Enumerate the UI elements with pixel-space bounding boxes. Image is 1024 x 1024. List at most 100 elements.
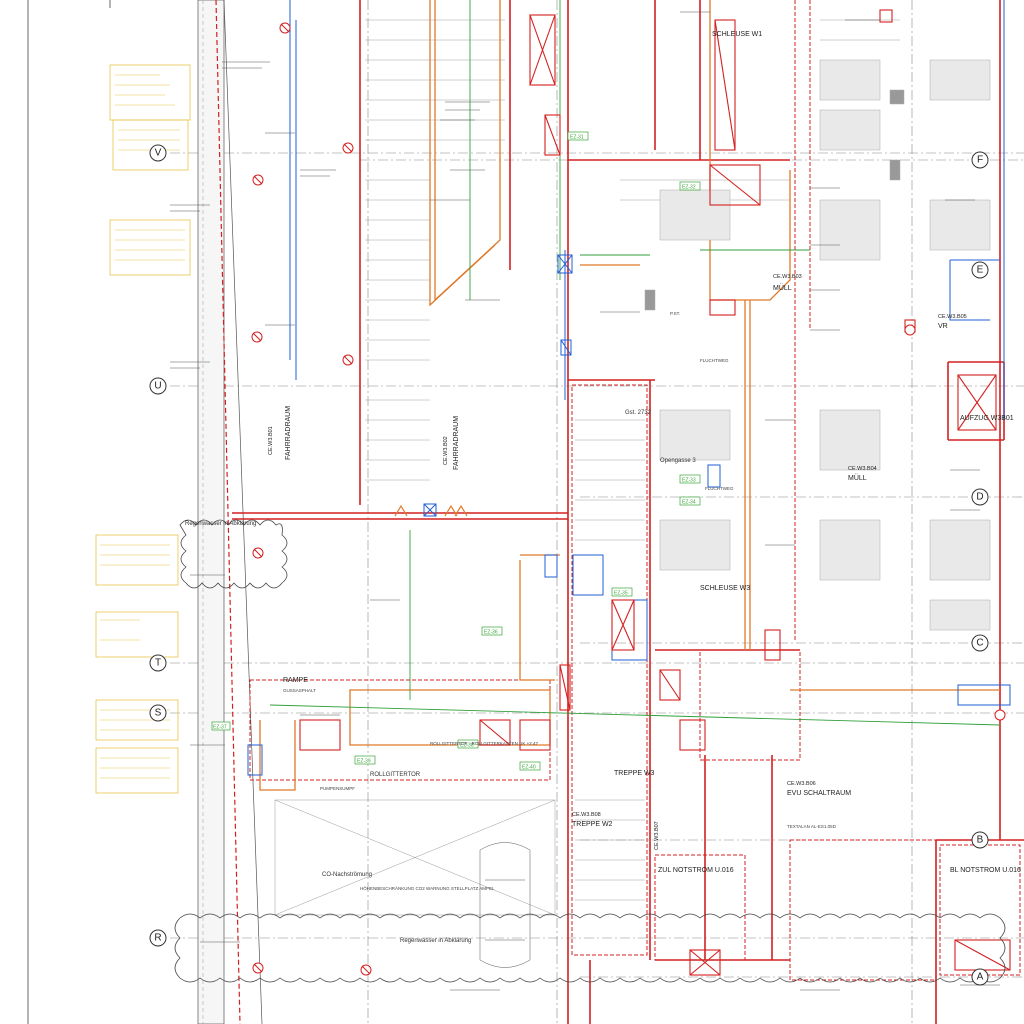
fluchtweg-label-1: FLUCHTWEG <box>700 358 729 363</box>
annotation-marks <box>170 11 1000 991</box>
ez-tag: EZ-35 <box>611 587 633 597</box>
grid-label-d: D <box>976 492 983 503</box>
room-code: CE.W3.B04 <box>848 466 877 472</box>
grid-bubble-f: F <box>971 151 989 169</box>
ventilation-ducts <box>259 0 1000 791</box>
textalan-label: TEXTALAN AL-ES1.05D <box>787 824 837 829</box>
room-code: CE.W3.B08 <box>572 812 601 818</box>
grid-bubble-d: D <box>971 488 989 506</box>
room-label-zul-notstrom: ZUL NOTSTROM U.016 <box>658 867 734 874</box>
grid-label-e: E <box>977 265 984 276</box>
ez-tag: EZ-39 <box>354 755 376 765</box>
grid-bubble-u: U <box>149 377 167 395</box>
grid-bubble-b: B <box>971 831 989 849</box>
regenwasser-label-2: Regenwasser in Abklärung <box>400 938 471 944</box>
room-label-treppe-w3: TREPPE W3 <box>614 770 655 777</box>
damper-symbols <box>394 504 468 517</box>
svg-text:EZ-39: EZ-39 <box>357 759 371 765</box>
grid-label-u: U <box>154 381 161 392</box>
ez-tag: EZ-37 <box>211 721 231 731</box>
room-label-treppe-w2: TREPPE W2 <box>572 821 613 828</box>
grid-bubble-r: R <box>149 929 167 947</box>
gussasphalt-label: GUSSASPHALT <box>283 688 316 693</box>
legend-boxes <box>95 64 191 794</box>
room-label-vr: VR <box>938 323 948 330</box>
grid-label-r: R <box>154 933 161 944</box>
grid-bubble-s: S <box>149 704 167 722</box>
room-outlines <box>249 0 1021 981</box>
structural-columns <box>644 59 991 631</box>
gst-label: Gst. 2732 <box>625 410 652 416</box>
room-label-muell-2: MÜLL <box>848 474 867 482</box>
annotations: Regenwasser in Abklärung Regenwasser in … <box>185 311 837 944</box>
hoehenbeschraenkung-label: HÖHENBESCHRÄNKUNG CO2 WARNUNG STELLPLATZ… <box>360 885 495 891</box>
grid-bubble-e: E <box>971 261 989 279</box>
grid-lines <box>170 0 1024 1024</box>
room-label-fahrradraum-2: FAHRRADRAUM <box>453 416 460 470</box>
grid-bubble-c: C <box>971 634 989 652</box>
rollgittertor-label: ROLLGITTERTOR <box>370 772 421 778</box>
left-exterior-wall <box>197 0 263 1024</box>
no-entry-strokes <box>252 23 371 975</box>
grid-label-v: V <box>155 148 162 159</box>
room-code: CE.W3.B01 <box>268 426 274 455</box>
svg-text:EZ-38: EZ-38 <box>460 743 474 749</box>
parking-area <box>274 799 556 968</box>
ez-tag: EZ-34 <box>679 496 701 506</box>
room-label-muell-1: MÜLL <box>773 284 792 292</box>
water-pipes <box>289 0 1011 706</box>
room-code: CE.W3.B06 <box>787 781 816 787</box>
room-label-aufzug: AUFZUG W3B01 <box>960 415 1014 422</box>
room-label-schleuse-w3: SCHLEUSE W3 <box>700 585 750 592</box>
room-code: CE.W3.B02 <box>443 436 449 465</box>
room-label-evu: EVU SCHALTRAUM <box>787 790 851 797</box>
ez-tag: EZ-36 <box>481 626 503 636</box>
room-code: CE.W3.B05 <box>938 314 967 320</box>
ez-tag: EZ-40 <box>519 761 541 771</box>
room-label-rampe: RAMPE <box>283 677 308 684</box>
grid-label-a: A <box>977 972 984 983</box>
grid-bubble-a: A <box>971 968 989 986</box>
ez-tag: EZ-38 <box>457 739 479 749</box>
grid-label-s: S <box>155 708 162 719</box>
legend-text-lines <box>100 74 185 779</box>
grid-label-f: F <box>977 155 983 166</box>
co-nachstroemung-label: CO-Nachströmung <box>322 872 372 878</box>
rollgittertor-label-2: ROLLGITTERTOR · ROLLGITTERKASTEN UK +2.4… <box>430 741 538 746</box>
revision-clouds <box>174 519 1006 983</box>
room-code: CE.W3.B07 <box>654 821 660 850</box>
regenwasser-label-1: Regenwasser in Abklärung <box>185 521 256 527</box>
fluchtweg-label-2: FLUCHTWEG <box>705 486 734 491</box>
drain-pipes <box>269 0 1001 726</box>
room-codes: CE.W3.B01 CE.W3.B02 CE.W3.B03 CE.W3.B04 … <box>268 274 967 850</box>
ez-tags: EZ-31 EZ-32 EZ-33 EZ-34 EZ-35 EZ-36 EZ-3… <box>211 131 701 771</box>
svg-text:EZ-36: EZ-36 <box>484 630 498 636</box>
grid-label-b: B <box>977 835 984 846</box>
grid-bubble-t: T <box>149 654 167 672</box>
ez-tag: EZ-32 <box>679 181 701 191</box>
sheet-border <box>27 0 111 1024</box>
svg-text:EZ-35: EZ-35 <box>614 591 628 597</box>
walls <box>232 0 1024 1024</box>
room-label-bl-notstrom: BL NOTSTROM U.016 <box>950 867 1021 874</box>
opengasse-label: Opengasse 3 <box>660 458 696 464</box>
valve-boxes <box>247 254 721 776</box>
svg-text:EZ-34: EZ-34 <box>682 500 696 506</box>
grid-label-c: C <box>976 638 983 649</box>
grid-label-t: T <box>155 658 161 669</box>
ez-tag: EZ-31 <box>567 131 589 141</box>
pst-label: P.ST. <box>670 311 680 316</box>
svg-text:EZ-33: EZ-33 <box>682 478 696 484</box>
svg-text:EZ-32: EZ-32 <box>682 185 696 191</box>
grid-bubble-v: V <box>149 144 167 162</box>
room-label-fahrradraum-1: FAHRRADRAUM <box>285 406 292 460</box>
svg-text:EZ-31: EZ-31 <box>570 135 584 141</box>
room-label-schleuse-w1: SCHLEUSE W1 <box>712 31 762 38</box>
ez-tag: EZ-33 <box>679 474 701 484</box>
room-code: CE.W3.B03 <box>773 274 802 280</box>
svg-text:EZ-40: EZ-40 <box>522 765 536 771</box>
pumpensumpf-label: PUMPENSUMPF <box>320 786 355 791</box>
svg-text:EZ-37: EZ-37 <box>213 725 227 731</box>
